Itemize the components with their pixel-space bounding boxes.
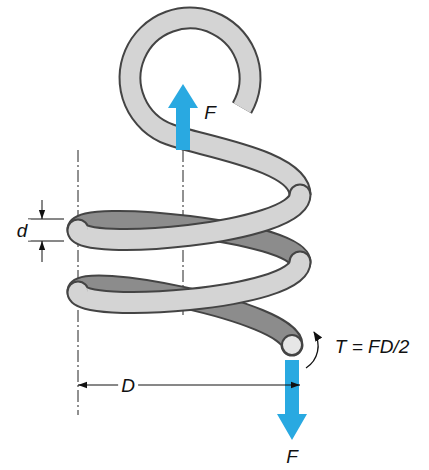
dimension-arrow (42, 200, 43, 219)
coil-front (78, 262, 300, 302)
hook (130, 18, 300, 195)
dimension-label: D (118, 375, 138, 396)
hook-outline (130, 18, 300, 195)
force-label: F (283, 446, 301, 467)
coil-front-outline (78, 262, 300, 302)
torque-label: T = FD/2 (332, 336, 412, 357)
coil-front (78, 195, 300, 240)
dimension-line (78, 385, 300, 386)
extension-line (28, 219, 64, 220)
extension-line (28, 241, 64, 242)
force-arrow (277, 360, 307, 440)
force-label: F (201, 102, 219, 123)
dimension-label: d (14, 220, 31, 241)
spring-front (78, 18, 300, 302)
coil-front-outline (78, 195, 300, 240)
force-arrow (168, 84, 198, 150)
dimension-arrow (42, 241, 43, 262)
wire-end (282, 335, 302, 355)
torque-arrow (306, 332, 318, 368)
